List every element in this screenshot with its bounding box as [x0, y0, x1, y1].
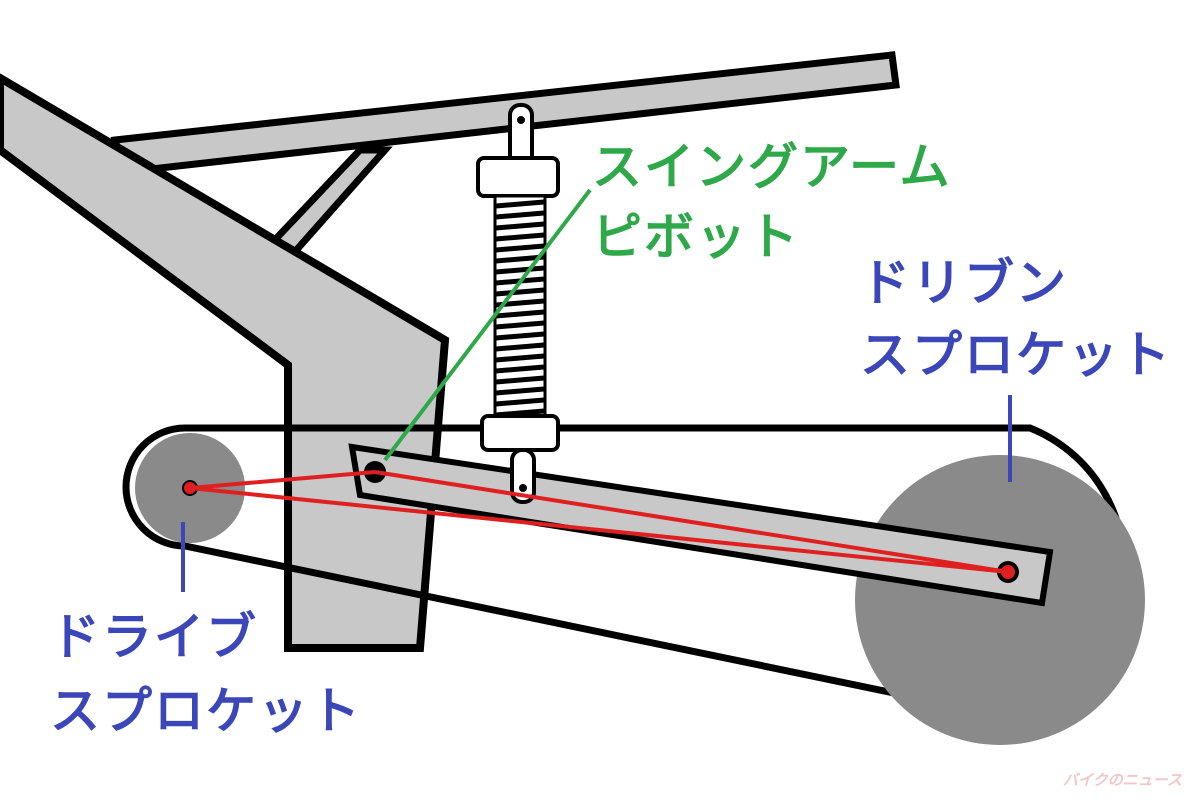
pivot-label-line2: ピボット — [592, 208, 800, 266]
pivot-leader-line — [383, 188, 592, 462]
spring-coil — [495, 243, 545, 253]
spring-coil — [495, 386, 545, 396]
spring-coil — [495, 375, 545, 385]
pivot-label-line1: スイングアーム — [592, 138, 952, 196]
spring-coil — [495, 254, 545, 264]
spring-coil — [495, 265, 545, 275]
spring-coil — [495, 309, 545, 319]
watermark-logo: バイクのニュース — [1063, 771, 1182, 789]
spring-coil — [495, 397, 545, 407]
spring-coil — [495, 331, 545, 341]
spring-coil — [495, 320, 545, 330]
spring-coil — [495, 342, 545, 352]
rear-shock — [476, 103, 560, 504]
main-frame — [0, 73, 450, 652]
driven-label-line1: ドリブン — [860, 254, 1068, 312]
drive-label-line2: スプロケット — [50, 682, 362, 740]
spring-coil — [495, 199, 545, 209]
driven-label-line2: スプロケット — [860, 326, 1172, 384]
frame-brace — [264, 146, 393, 260]
driven-sprocket — [855, 455, 1145, 745]
drive-label-line1: ドライブ — [50, 608, 258, 666]
geometry-lines — [189, 470, 1009, 574]
spring-coil — [495, 287, 545, 297]
spring-coil — [495, 232, 545, 242]
spring-coil — [495, 364, 545, 374]
spring-coil — [495, 353, 545, 363]
spring-coil — [495, 210, 545, 220]
spring-coil — [495, 221, 545, 231]
